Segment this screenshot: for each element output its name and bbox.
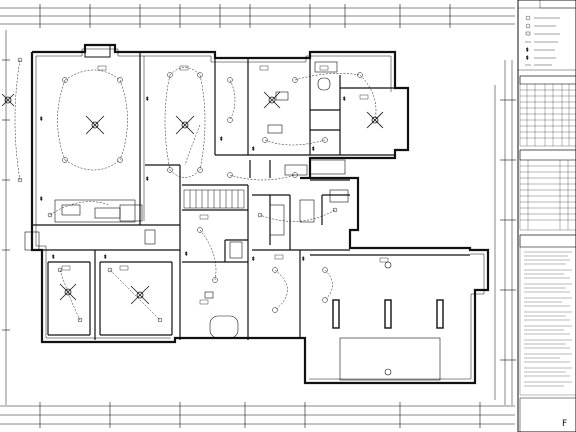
svg-text:$: $ — [146, 96, 149, 101]
svg-text:$: $ — [252, 256, 255, 261]
svg-text:$: $ — [52, 254, 55, 259]
svg-text:$: $ — [104, 254, 107, 259]
garage — [332, 261, 444, 381]
interior-walls — [32, 52, 470, 340]
svg-text:$: $ — [185, 251, 188, 256]
svg-text:$: $ — [40, 116, 43, 121]
stairs — [183, 189, 245, 209]
bath-fixtures — [204, 61, 338, 339]
wall-thickness — [35, 48, 485, 380]
kitchen-cabinets — [24, 44, 349, 259]
panel-schedule-table — [519, 75, 576, 147]
circuit-runs — [14, 59, 377, 321]
dimension-lines — [0, 4, 516, 428]
switches: $ $ $ $ $ $ $ $ $ $ $ $ $ — [40, 96, 346, 261]
schedule-panel: $ $ — [517, 0, 576, 432]
svg-text:$: $ — [40, 196, 43, 201]
floor-plan: $ $ $ $ $ $ $ $ $ $ $ $ $ — [0, 4, 516, 428]
general-notes — [519, 234, 576, 396]
title-block — [519, 397, 576, 432]
sheet-letter: F — [562, 419, 567, 429]
svg-text:$: $ — [302, 256, 305, 261]
svg-text:$: $ — [526, 55, 529, 60]
svg-text:$: $ — [312, 146, 315, 151]
recessed-lights — [17, 57, 363, 323]
symbol-legend: $ $ — [517, 0, 576, 71]
svg-text:$: $ — [220, 136, 223, 141]
room-tags — [61, 65, 389, 305]
svg-text:$: $ — [146, 176, 149, 181]
svg-text:$: $ — [526, 47, 529, 52]
svg-text:$: $ — [252, 146, 255, 151]
svg-text:$: $ — [343, 96, 346, 101]
fixture-schedule-table — [519, 149, 576, 231]
